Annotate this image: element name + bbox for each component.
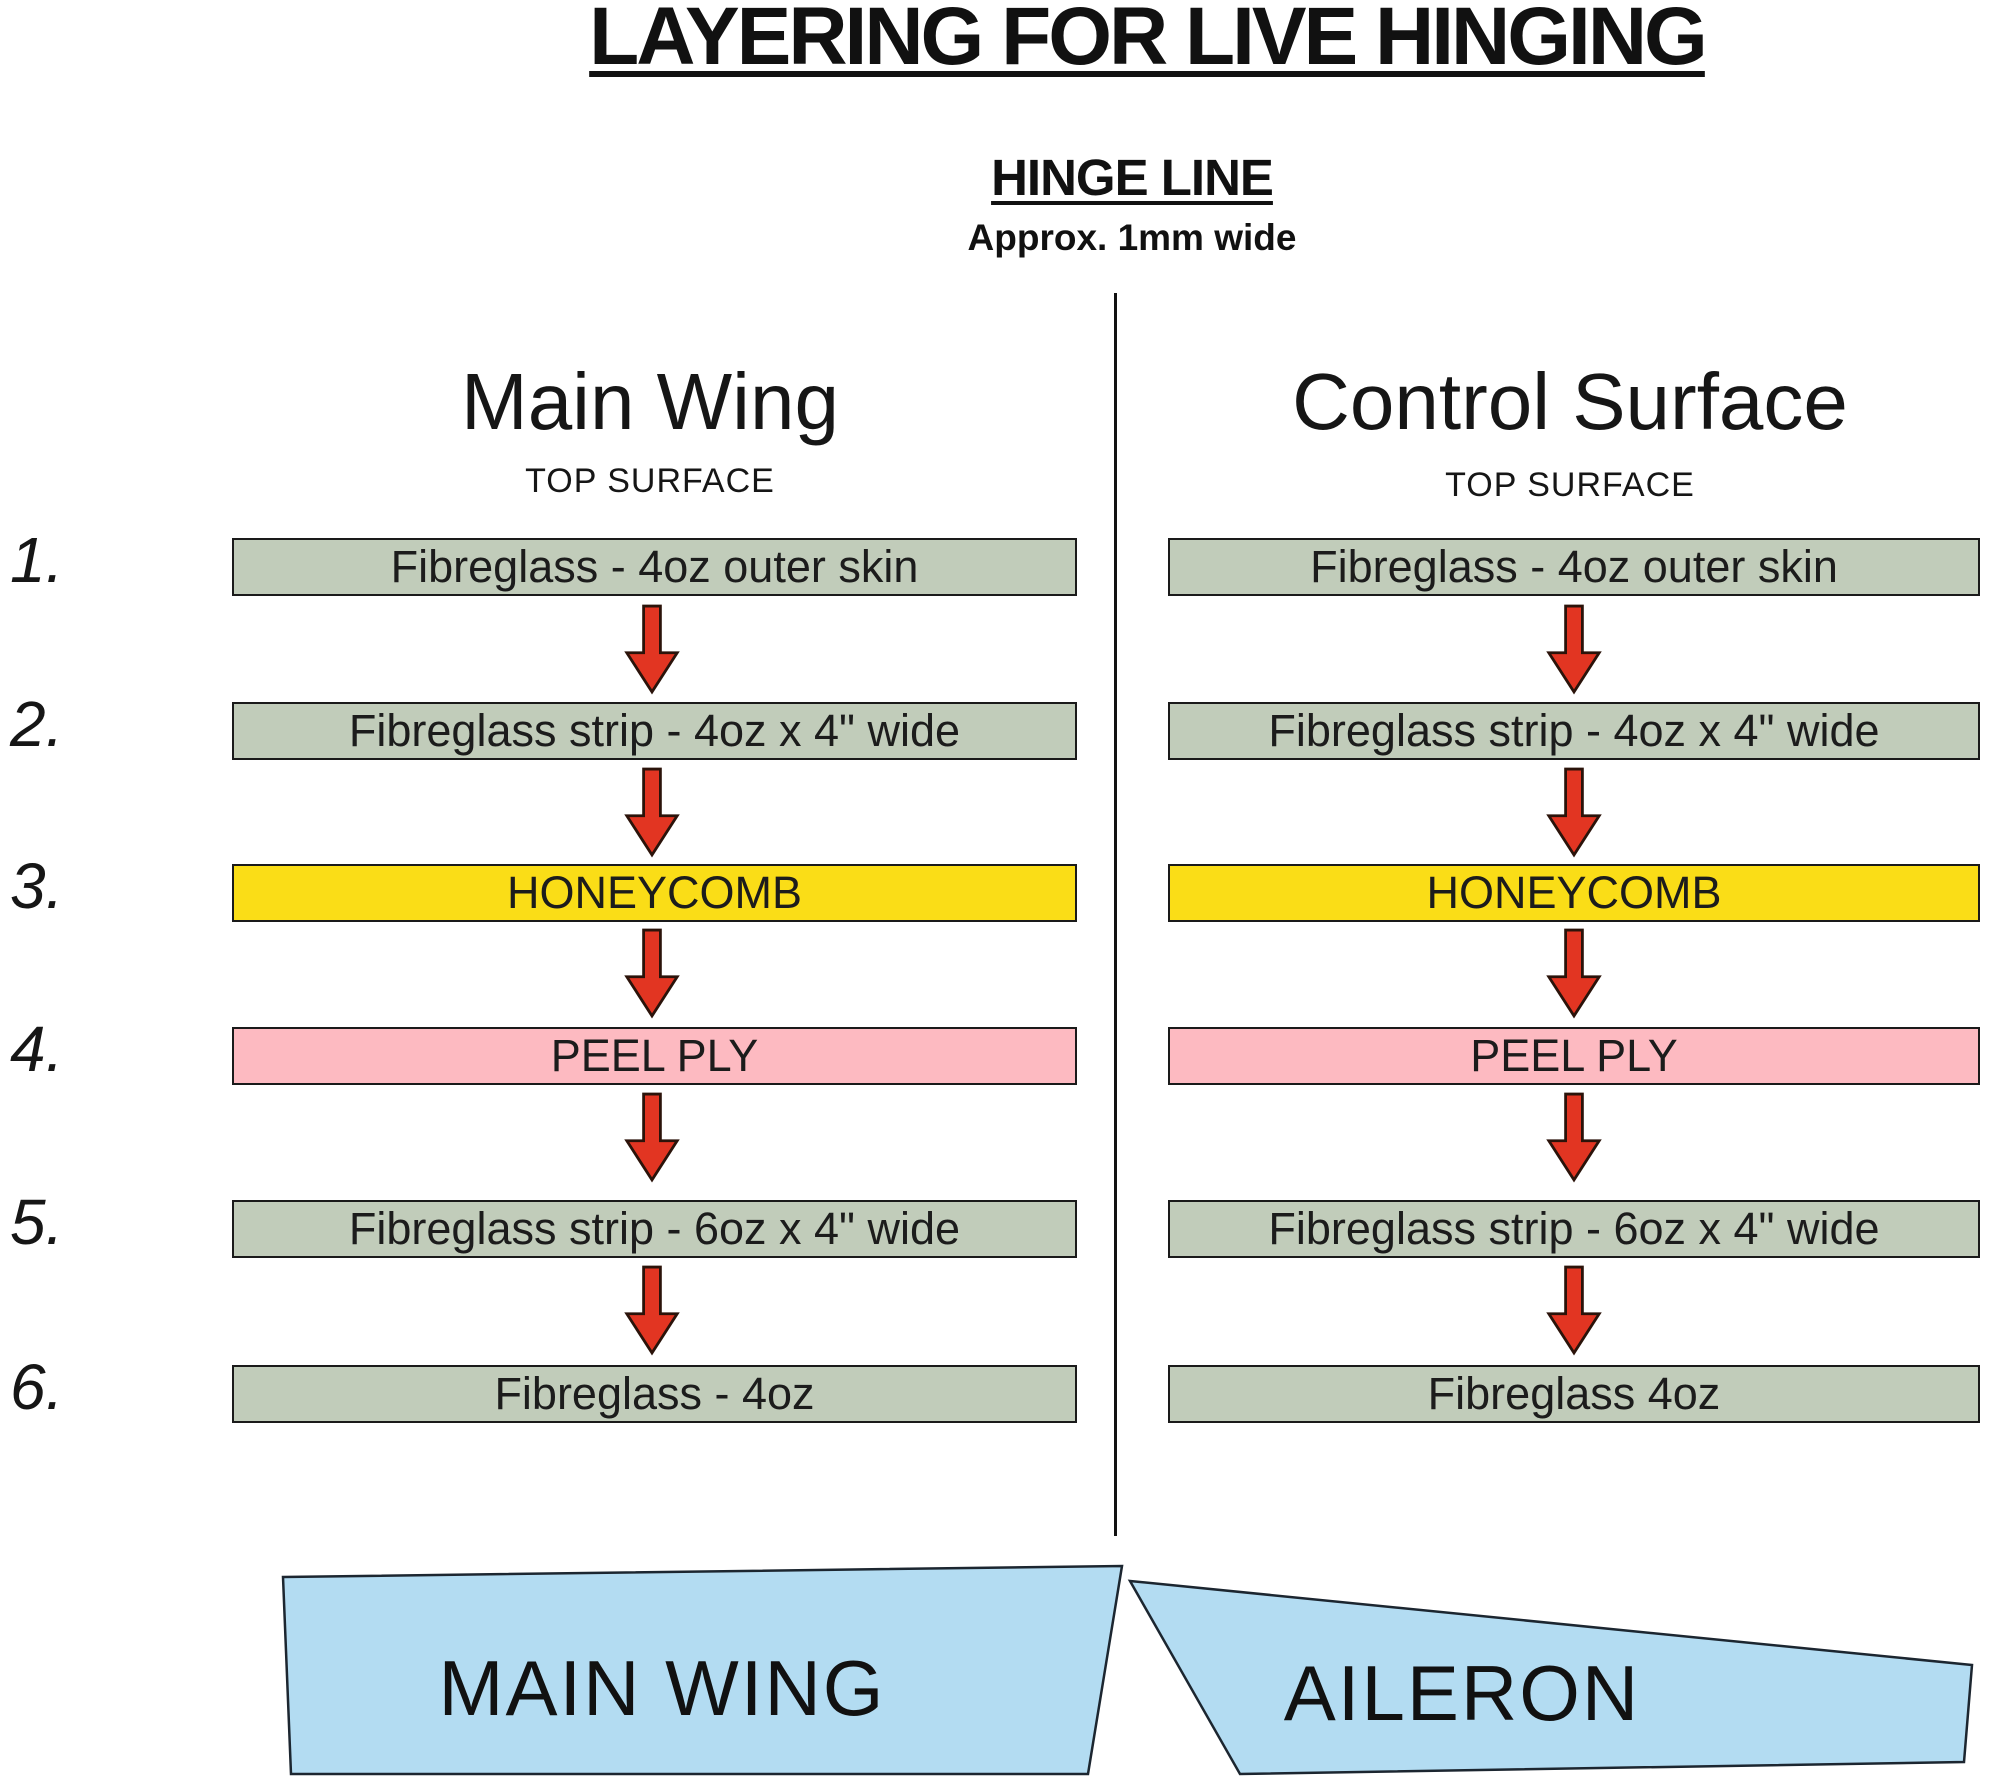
down-arrow-icon: [624, 928, 680, 1019]
step-number-1: 1.: [10, 524, 64, 596]
step-number-4: 4.: [10, 1013, 64, 1085]
layer-bar-main-wing-2: Fibreglass strip - 4oz x 4" wide: [232, 702, 1077, 760]
down-arrow-icon: [624, 1265, 680, 1356]
main-wing-shape: [281, 1564, 1124, 1776]
layer-bar-control-surface-1: Fibreglass - 4oz outer skin: [1168, 538, 1980, 596]
layer-bar-control-surface-4: PEEL PLY: [1168, 1027, 1980, 1085]
main-wing-shape-label: MAIN WING: [439, 1644, 886, 1732]
layer-bar-control-surface-3: HONEYCOMB: [1168, 864, 1980, 922]
down-arrow-icon: [1546, 1265, 1602, 1356]
hinge-line-subheading: Approx. 1mm wide: [967, 217, 1297, 258]
layer-bar-control-surface-5: Fibreglass strip - 6oz x 4" wide: [1168, 1200, 1980, 1258]
aileron-shape-label: AILERON: [1284, 1649, 1640, 1737]
layer-bar-control-surface-2: Fibreglass strip - 4oz x 4" wide: [1168, 702, 1980, 760]
hinge-line-divider: [1114, 293, 1117, 1536]
step-number-6: 6.: [10, 1351, 64, 1423]
top-surface-label-right: TOP SURFACE: [1445, 466, 1695, 504]
top-surface-label-left: TOP SURFACE: [525, 462, 775, 500]
layer-bar-main-wing-5: Fibreglass strip - 6oz x 4" wide: [232, 1200, 1077, 1258]
column-header-main-wing: Main Wing: [461, 357, 839, 446]
down-arrow-icon: [624, 767, 680, 858]
step-number-3: 3.: [10, 850, 64, 922]
page-title: LAYERING FOR LIVE HINGING: [589, 0, 1708, 82]
column-header-control-surface: Control Surface: [1292, 357, 1848, 446]
down-arrow-icon: [1546, 1092, 1602, 1183]
down-arrow-icon: [624, 604, 680, 695]
layer-bar-main-wing-1: Fibreglass - 4oz outer skin: [232, 538, 1077, 596]
down-arrow-icon: [624, 1092, 680, 1183]
step-number-2: 2.: [10, 688, 64, 760]
step-number-5: 5.: [10, 1186, 64, 1258]
hinge-line-heading: HINGE LINE: [991, 149, 1274, 206]
down-arrow-icon: [1546, 604, 1602, 695]
wing-cross-section: MAIN WING AILERON: [281, 1564, 1974, 1776]
down-arrow-icon: [1546, 928, 1602, 1019]
layer-bar-main-wing-4: PEEL PLY: [232, 1027, 1077, 1085]
layer-bar-main-wing-3: HONEYCOMB: [232, 864, 1077, 922]
down-arrow-icon: [1546, 767, 1602, 858]
layer-bar-main-wing-6: Fibreglass - 4oz: [232, 1365, 1077, 1423]
layer-bar-control-surface-6: Fibreglass 4oz: [1168, 1365, 1980, 1423]
aileron-shape: [1127, 1579, 1974, 1776]
